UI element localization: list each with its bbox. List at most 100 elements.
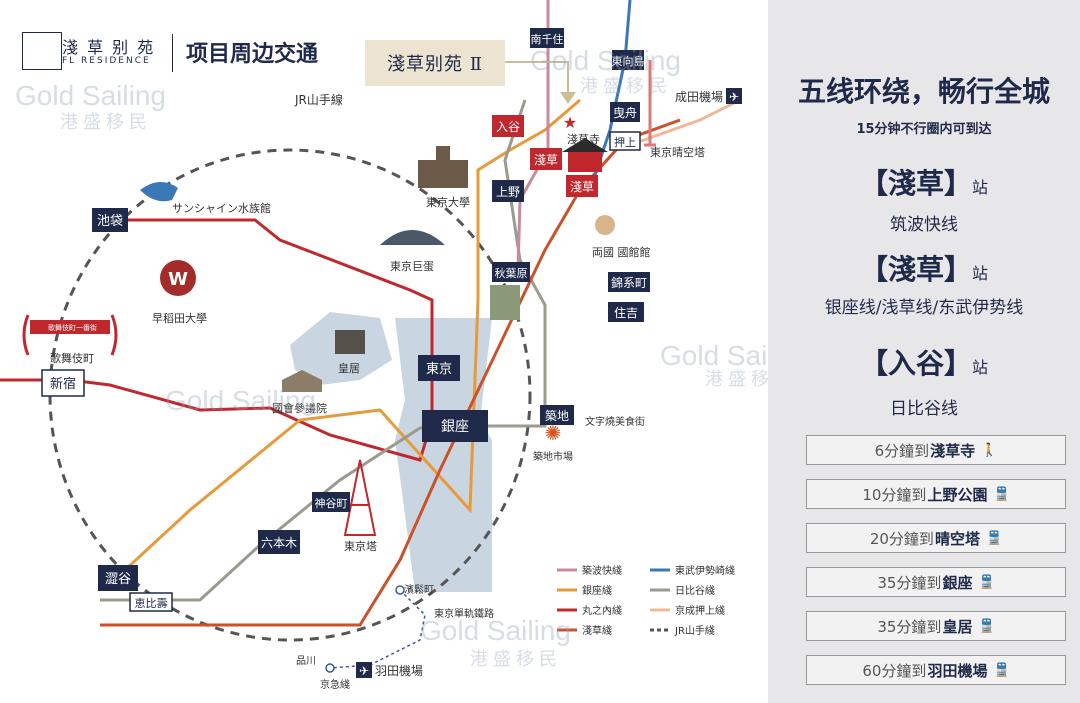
watermark: Gold Sailing [660,340,768,371]
label-sunshine: サンシャイン水族館 [172,201,271,215]
label-monorail: 東京單軌鐵路 [434,607,494,620]
train-icon: 🚆 [985,530,1003,546]
station-name: 【淺草】 [859,253,972,286]
train-icon: 🚆 [993,662,1010,678]
route-item: 60分鐘到羽田機場🚆 [806,655,1066,685]
svg-text:六本木: 六本木 [261,536,297,550]
station-asakusa-2: 淺草 [566,175,598,197]
station-roppongi: 六本木 [258,530,300,554]
station-minami-senju: 南千住 [530,28,564,48]
svg-text:淺草綫: 淺草綫 [582,624,612,637]
label-kokugikan: 両國 國館館 [592,245,651,259]
station-asakusa-1: 淺草 [530,148,562,170]
svg-text:東向島: 東向島 [612,54,645,68]
station-shibuya: 澀谷 [98,565,138,591]
watermark: Gold Sailing [530,45,681,76]
narita-airport-icon [726,88,742,104]
label-tokyo-tower: 東京塔 [344,539,377,553]
label-skytree: 東京晴空塔 [650,145,705,159]
station-suffix: 站 [972,358,989,377]
watermark-cn: 港 盛 移 民 [60,112,147,132]
watermark: Gold Sailing [15,80,166,111]
todai-icon [418,146,468,188]
station-ueno: 上野 [492,180,524,202]
station-lines-3: 日比谷线 [890,399,958,419]
watermark: Gold Sailing [165,385,316,416]
page-title: 项目周边交通 [186,41,319,67]
logo-en: FL RESIDENCE [62,56,151,66]
sunshine-aquarium-icon [140,181,178,202]
train-icon: 🚆 [978,574,995,590]
legend-item: 京成押上綫 [650,604,725,617]
label-waseda: 早稻田大學 [152,311,207,325]
project-arrow-head [560,92,576,104]
sensoji-star-icon: ★ [563,113,577,132]
station-lines-1: 筑波快线 [890,215,958,235]
watermark-cn: 港 盛 移 民 [470,649,557,669]
watermark-cn: 港 盛 移 民 [705,369,768,389]
svg-text:築波快綫: 築波快綫 [582,564,622,577]
ginza-line [123,98,581,572]
label-monja: 文字燒美食街 [585,415,645,428]
tokyo-tower-icon [343,459,377,536]
palace-statue-icon [335,330,365,354]
station-heading-3: 【入谷】站 [768,342,1080,382]
waseda-crest-icon [160,260,196,296]
panel-subhead: 15分钟不行圈内可到达 [856,122,992,137]
label-keikyu: 京急綫 [320,678,350,691]
logo [22,32,62,70]
sumo-icon [595,215,615,235]
keisei-oshiage-line [629,98,741,147]
svg-text:東京: 東京 [426,361,452,377]
label-shinagawa: 品川 [296,655,316,667]
legend-item: JR山手綫 [650,624,715,637]
legend-item: 東武伊勢崎綫 [650,564,735,577]
label-kokyo: 皇居 [338,361,360,375]
svg-text:曳舟: 曳舟 [613,106,637,120]
svg-text:恵比壽: 恵比壽 [135,596,168,610]
haneda-plane-glyph: ✈ [359,664,369,678]
label-todai: 東京大學 [426,195,470,209]
station-sumiyoshi: 住吉 [608,302,644,322]
station-higashi-mukojima: 東向島 [612,50,645,70]
label-sensoji: 淺草寺 [567,133,600,146]
haneda-airport-icon [356,662,372,678]
legend-item: 銀座綫 [557,584,612,597]
label-narita: 成田機場 [675,89,723,104]
station-suffix: 站 [972,264,989,283]
kabukicho-sign-icon [22,314,118,356]
station-shinjuku: 新宿 [41,369,85,397]
station-name: 【淺草】 [859,167,972,200]
svg-text:錦系町: 錦系町 [611,275,647,290]
transit-map: ★ W ✺ ✈ ✈ 南千住 東向島 曳舟 [0,0,768,691]
label-hamamatsucho: 濱鬆町 [404,583,434,596]
info-panel: 五线环绕，畅行全城 15分钟不行圈内可到达 【淺草】站 筑波快线 【淺草】站 银… [768,0,1080,703]
walk-icon: 🚶 [981,442,998,458]
station-oshiage: 押上 [609,131,641,151]
svg-text:JR山手綫: JR山手綫 [674,624,715,637]
label-kabukicho-sign: 歌舞伎町一番街 [48,323,97,332]
svg-text:東武伊勢崎綫: 東武伊勢崎綫 [675,564,735,577]
watermark-cn: 港 盛 移 民 [580,76,667,96]
crab-icon: ✺ [545,421,562,445]
station-ebisu: 恵比壽 [129,592,173,612]
label-kabukicho: 歌舞伎町 [50,351,94,365]
route-item: 6分鐘到淺草寺🚶 [806,435,1066,465]
svg-text:住吉: 住吉 [614,306,638,320]
svg-text:日比谷綫: 日比谷綫 [675,584,715,597]
station-heading-1: 【淺草】站 [768,162,1080,202]
label-tokyo-dome: 東京巨蛋 [390,259,434,273]
project-arrow [505,61,569,95]
svg-text:銀座: 銀座 [441,419,469,435]
logo-cn: 淺 草 别 苑 [62,38,156,57]
panel-headline: 五线环绕，畅行全城 [797,75,1050,108]
monorail-line [329,589,426,669]
label-diet: 國會參議院 [272,401,327,415]
train-icon: 🚆 [993,486,1010,502]
route-item: 10分鐘到上野公園🚆 [806,479,1066,509]
train-icon: 🚆 [978,618,995,634]
station-tsukiji: 築地 [540,405,574,425]
route-item: 35分鐘到皇居🚆 [806,611,1066,641]
svg-text:池袋: 池袋 [97,214,123,229]
svg-text:新宿: 新宿 [50,376,76,392]
